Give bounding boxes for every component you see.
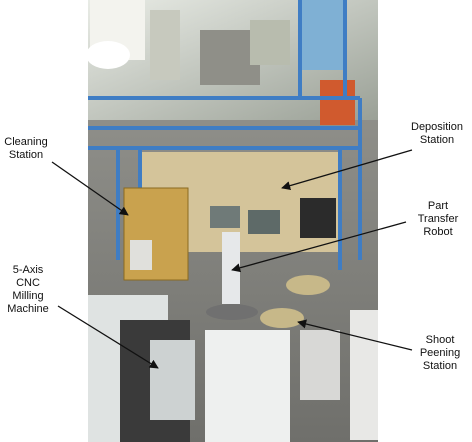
transfer-robot (222, 232, 240, 304)
arrow-peening (297, 319, 413, 351)
deposition-station-label: Deposition Station (411, 121, 463, 146)
arrow-robot (231, 221, 407, 273)
shoot-peening-station-label: Shoot Peening Station (419, 334, 461, 372)
part-transfer-robot-label: Part Transfer Robot (417, 200, 459, 238)
peening-turntable (286, 275, 330, 295)
arrow-deposition (281, 149, 413, 191)
cleaning-station-label: Cleaning Station (4, 136, 48, 161)
arrow-cleaning (51, 161, 129, 216)
arrow-cnc (57, 305, 159, 369)
cnc-milling-machine-label: 5-Axis CNC Milling Machine (7, 264, 49, 315)
